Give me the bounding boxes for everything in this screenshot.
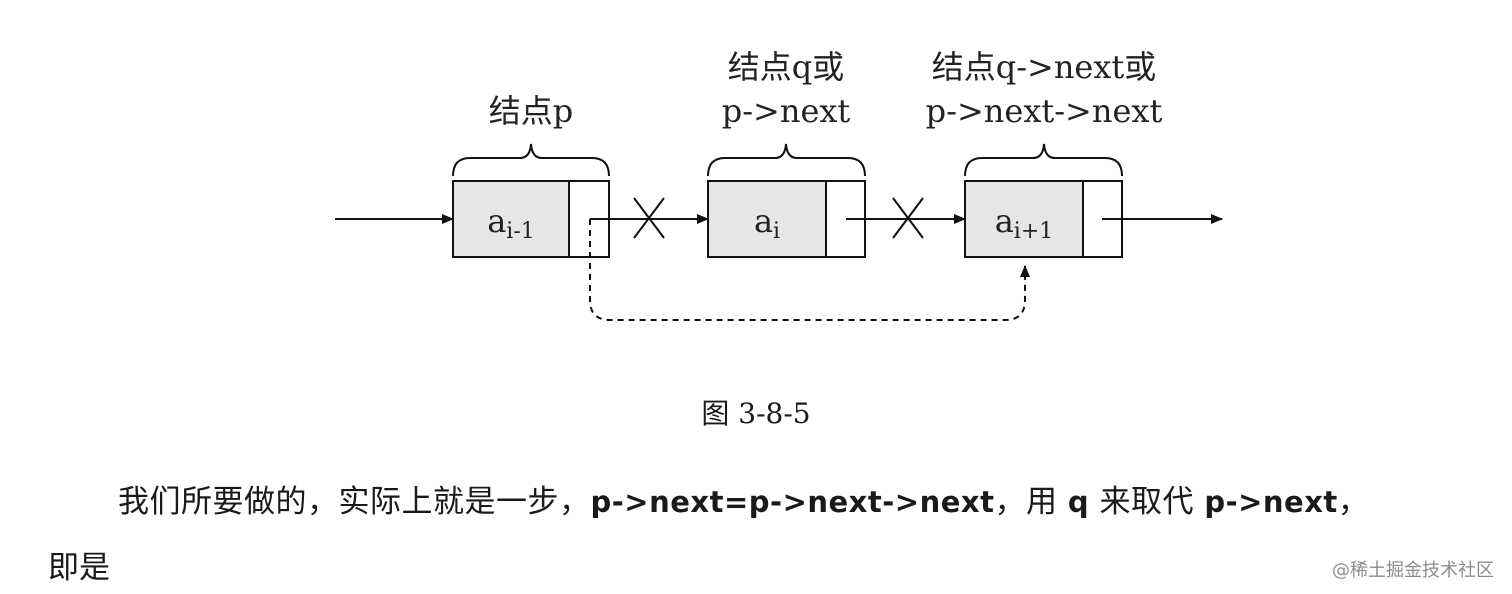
- label-node-p: 结点p: [489, 92, 574, 130]
- node-1-value: ai-1: [487, 202, 535, 244]
- linked-list-diagram: 结点p 结点q或 p->next 结点q->next或 p->next->nex…: [335, 48, 1223, 321]
- node-a-i-plus-1: ai+1: [964, 180, 1123, 258]
- code-assignment: p->next=p->next->next: [590, 485, 995, 519]
- brace-node-p: [452, 143, 610, 177]
- node-a-i: ai: [707, 180, 866, 258]
- label-node-q-line1: 结点q或: [728, 48, 845, 86]
- para-text-4: ，: [1337, 484, 1370, 520]
- node-3-value: ai+1: [995, 202, 1054, 244]
- figure-caption: 图 3-8-5: [701, 397, 811, 430]
- para-text-1: 我们所要做的，实际上就是一步，: [118, 484, 591, 520]
- label-node-next-line1: 结点q->next或: [932, 48, 1157, 86]
- code-p-next: p->next: [1204, 485, 1338, 519]
- node-a-i-minus-1: ai-1: [452, 180, 610, 258]
- label-node-next-line2: p->next->next: [926, 92, 1163, 130]
- cross-mark-1: [633, 197, 665, 239]
- watermark: @稀土掘金技术社区: [1332, 560, 1494, 581]
- paragraph-line-2: 即是: [48, 550, 110, 586]
- para-text-2: ，用: [994, 484, 1068, 520]
- explanation-paragraph: 我们所要做的，实际上就是一步，p->next=p->next->next，用 q…: [118, 476, 1369, 521]
- code-q: q: [1067, 485, 1090, 519]
- node-2-value: ai: [754, 202, 780, 244]
- dashed-bypass-arrow: [589, 219, 1030, 321]
- brace-node-next: [964, 143, 1123, 177]
- label-node-q-line2: p->next: [722, 92, 851, 130]
- cross-mark-2: [892, 197, 924, 239]
- para-text-3: 来取代: [1089, 484, 1205, 520]
- brace-node-q: [707, 143, 866, 177]
